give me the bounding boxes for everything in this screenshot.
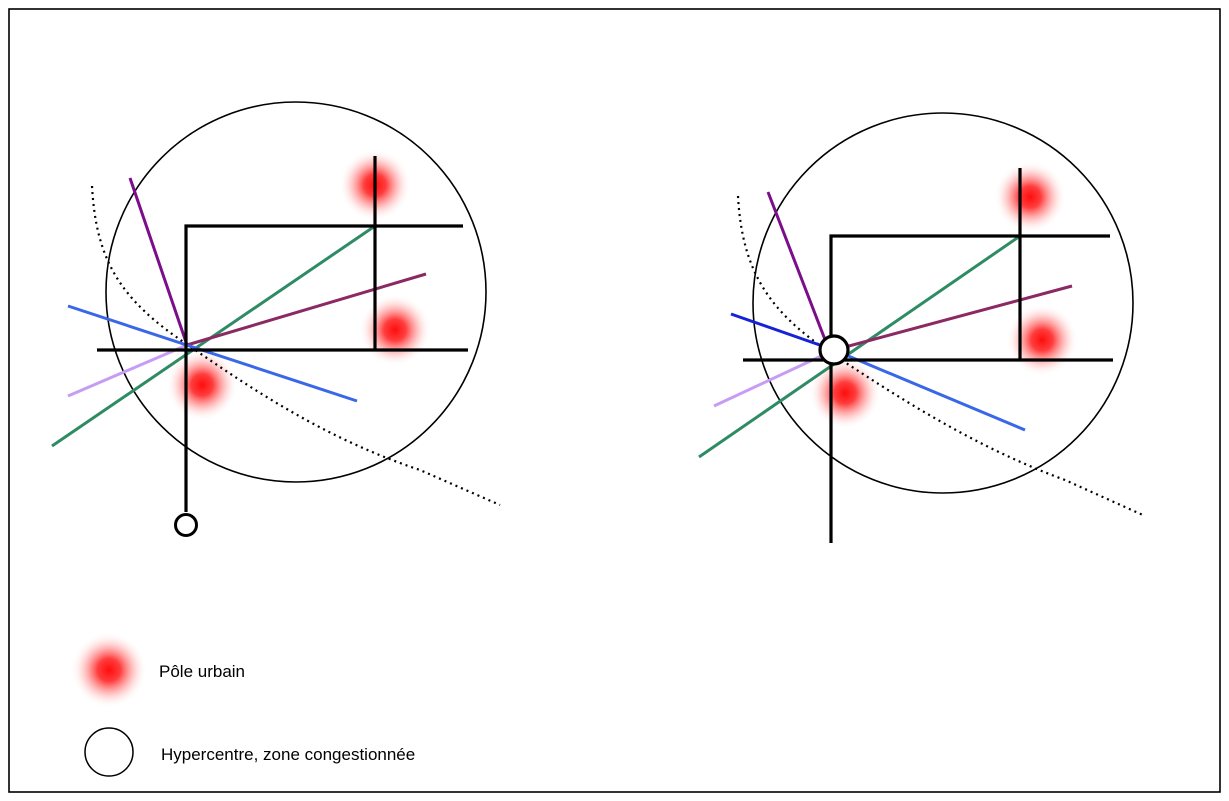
urban-pole — [1006, 304, 1078, 376]
urban-pole — [166, 349, 238, 421]
road — [184, 224, 463, 512]
road — [829, 234, 1110, 543]
legend: Pôle urbain Hypercentre, zone congestion… — [71, 632, 415, 777]
line-plum — [186, 272, 427, 347]
urban-area-circle — [752, 112, 1134, 494]
urban-pole — [359, 294, 431, 366]
dotted-boundary — [90, 185, 501, 507]
hypercentre-hub — [818, 334, 850, 366]
line-plum — [833, 284, 1073, 352]
line-purple — [766, 191, 831, 351]
legend-urban-pole-icon — [71, 632, 147, 708]
legend-hypercentre-icon — [84, 727, 134, 777]
urban-pole — [994, 161, 1066, 233]
dotted-boundary — [736, 195, 1146, 518]
left-network — [51, 101, 501, 537]
legend-hypercentre-label: Hypercentre, zone congestionnée — [161, 745, 415, 764]
line-blue — [833, 348, 1026, 432]
line-blue — [67, 304, 358, 403]
urban-area-circle — [105, 101, 487, 483]
line-green — [698, 234, 1021, 459]
line-lavender — [67, 343, 188, 398]
right-network — [698, 112, 1146, 543]
terminal-station — [174, 513, 198, 537]
line-dark-blue — [730, 312, 835, 352]
line-purple — [128, 177, 189, 346]
legend-urban-pole-label: Pôle urbain — [159, 662, 245, 681]
diagram-frame — [8, 8, 1221, 793]
urban-pole — [809, 357, 881, 429]
